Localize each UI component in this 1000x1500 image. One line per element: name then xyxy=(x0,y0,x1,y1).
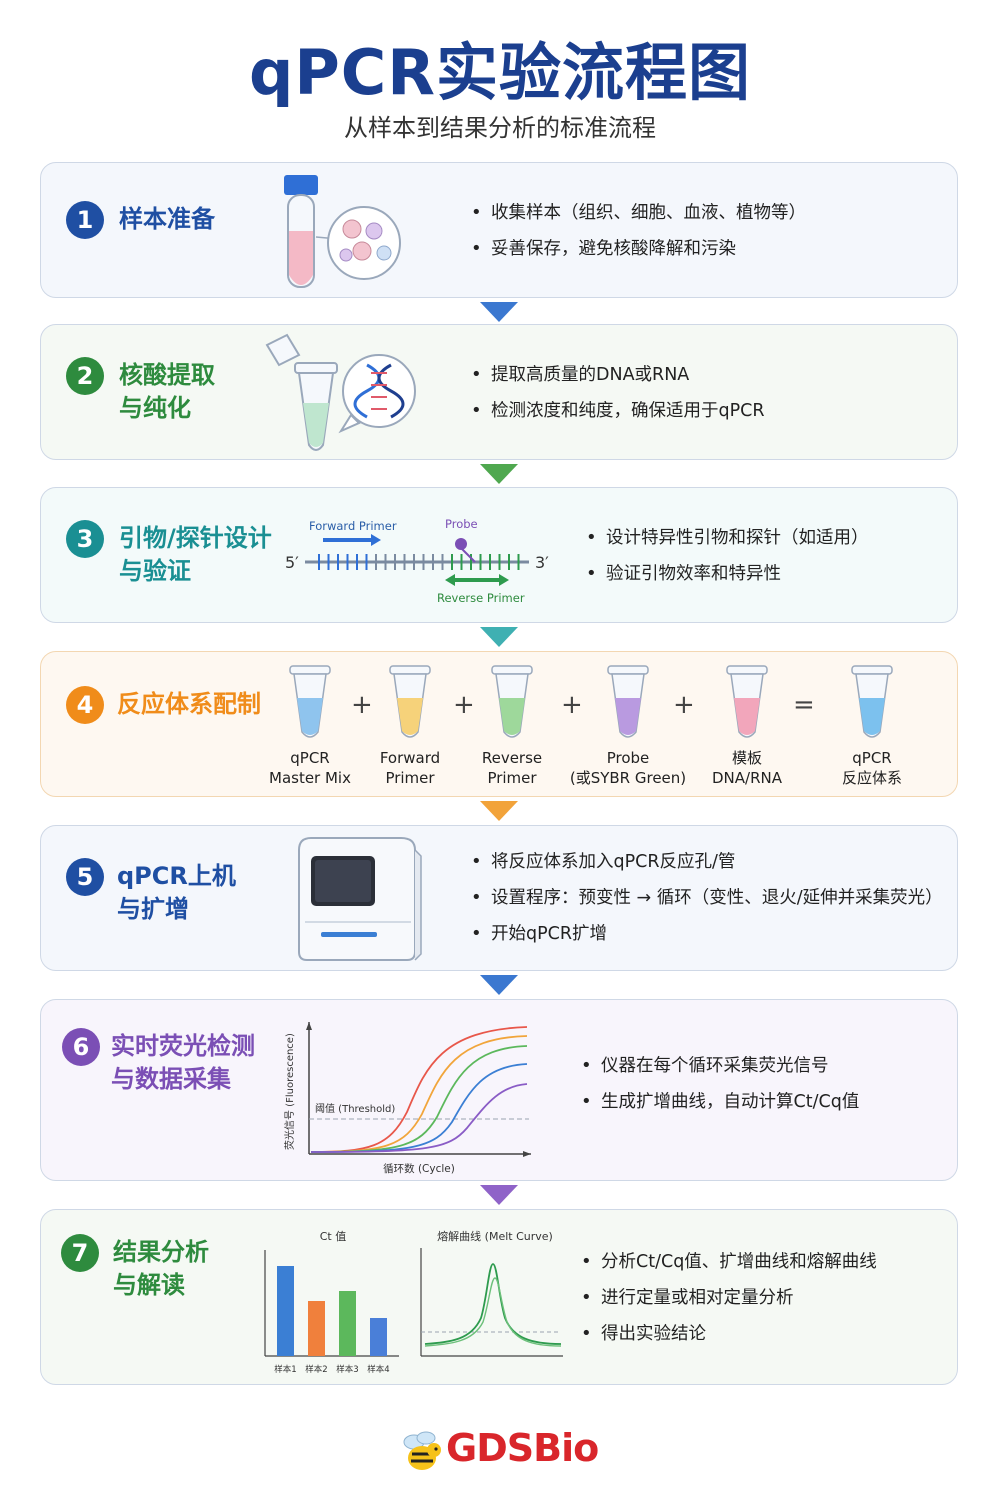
step-1-bullets: 收集样本（组织、细胞、血液、植物等） 妥善保存，避免核酸降解和污染 xyxy=(471,195,806,267)
bullet: 收集样本（组织、细胞、血液、植物等） xyxy=(471,195,806,231)
bullet: 生成扩增曲线，自动计算Ct/Cq值 xyxy=(581,1084,859,1120)
step-7-badge: 7 xyxy=(61,1234,99,1272)
reaction-component-label: Probe(或SYBR Green) xyxy=(569,749,687,787)
step-3-card: 3 引物/探针设计 与验证 Forward Primer Probe 5′ 3′… xyxy=(40,487,958,623)
bullet: 得出实验结论 xyxy=(581,1316,877,1352)
step-1-title: 样本准备 xyxy=(119,205,215,233)
flow-arrow-2 xyxy=(480,464,518,484)
step-6-badge: 6 xyxy=(62,1028,100,1066)
step-1-card: 1 样本准备 收集样本（组织、细胞、血液、植物等） 妥善保存，避免核酸降解和污染 xyxy=(40,162,958,298)
step-5-bullets: 将反应体系加入qPCR反应孔/管 设置程序：预变性 → 循环（变性、退火/延伸并… xyxy=(471,844,943,952)
flow-arrow-6 xyxy=(480,1185,518,1205)
logo-text: GDSBio xyxy=(446,1426,599,1470)
step-6-card: 6 实时荧光检测 与数据采集 荧光信号 (Fluorescence) 阈值 (T… xyxy=(40,999,958,1181)
plus-sign: + xyxy=(453,690,475,720)
cycle-axis-label: 循环数 (Cycle) xyxy=(383,1162,455,1175)
sample-tube-icon xyxy=(284,175,401,288)
step-6-title: 实时荧光检测 与数据采集 xyxy=(111,1032,255,1093)
ct-bar-label: 样本4 xyxy=(367,1364,389,1375)
step-5-badge: 5 xyxy=(66,858,104,896)
step-7-card: 7 结果分析 与解读 Ct 值 样本1 样本2 样本3 样本4 熔解曲线 (Melt … xyxy=(40,1209,958,1385)
bar-chart-title: Ct 值 xyxy=(320,1230,347,1243)
ct-bar xyxy=(277,1266,294,1356)
page-title: qPCR实验流程图 xyxy=(248,36,752,109)
plus-sign: + xyxy=(351,690,373,720)
reaction-tube-icon xyxy=(607,665,649,738)
ct-bar xyxy=(308,1301,325,1356)
step-1-badge: 1 xyxy=(66,201,104,239)
plus-sign: + xyxy=(561,690,583,720)
flow-arrow-4 xyxy=(480,801,518,821)
reaction-tube-icon xyxy=(851,665,893,738)
plus-sign: + xyxy=(673,690,695,720)
flow-arrow-3 xyxy=(480,627,518,647)
ct-bar xyxy=(339,1291,356,1356)
qpcr-instrument-icon xyxy=(298,837,422,961)
reverse-primer-label: Reverse Primer xyxy=(437,591,525,605)
bullet: 验证引物效率和特异性 xyxy=(586,556,869,592)
bullet: 仪器在每个循环采集荧光信号 xyxy=(581,1048,859,1084)
five-prime-label: 5′ xyxy=(285,553,299,572)
step-7-bullets: 分析Ct/Cq值、扩增曲线和熔解曲线 进行定量或相对定量分析 得出实验结论 xyxy=(581,1244,877,1352)
step-2-badge: 2 xyxy=(66,357,104,395)
ct-bar-label: 样本2 xyxy=(305,1364,327,1375)
reaction-tube-icon xyxy=(289,665,331,738)
reaction-tube-icon xyxy=(491,665,533,738)
step-2-title: 核酸提取 与纯化 xyxy=(119,361,215,422)
amplification-chart: 荧光信号 (Fluorescence) 阈值 (Threshold) 循环数 (… xyxy=(283,1022,531,1175)
step-2-card: 2 核酸提取 与纯化 提取高质量的DNA或RNA 检测浓度和纯度，确保适用于qP… xyxy=(40,324,958,460)
bullet: 分析Ct/Cq值、扩增曲线和熔解曲线 xyxy=(581,1244,877,1280)
bullet: 将反应体系加入qPCR反应孔/管 xyxy=(471,844,943,880)
dna-ticks xyxy=(318,554,520,570)
bullet: 进行定量或相对定量分析 xyxy=(581,1280,877,1316)
ct-bar xyxy=(370,1318,387,1356)
threshold-label: 阈值 (Threshold) xyxy=(315,1102,395,1115)
page-subtitle: 从样本到结果分析的标准流程 xyxy=(344,114,656,142)
ct-value-bar-chart: Ct 值 样本1 样本2 样本3 样本4 xyxy=(264,1230,399,1375)
bee-icon xyxy=(403,1431,441,1470)
bullet: 提取高质量的DNA或RNA xyxy=(471,357,765,393)
bullet: 设置程序：预变性 → 循环（变性、退火/延伸并采集荧光） xyxy=(471,880,943,916)
step-3-bullets: 设计特异性引物和探针（如适用） 验证引物效率和特异性 xyxy=(586,520,869,592)
step-5-title: qPCR上机 与扩增 xyxy=(117,862,236,923)
step-7-title: 结果分析 与解读 xyxy=(113,1238,209,1299)
bullet: 设计特异性引物和探针（如适用） xyxy=(586,520,869,556)
bullet: 妥善保存，避免核酸降解和污染 xyxy=(471,231,806,267)
step-5-card: 5 qPCR上机 与扩增 将反应体系加入qPCR反应孔/管 设置程序：预变性 →… xyxy=(40,825,958,971)
bullet: 开始qPCR扩增 xyxy=(471,916,943,952)
probe-label: Probe xyxy=(445,517,478,531)
step-3-badge: 3 xyxy=(66,520,104,558)
three-prime-label: 3′ xyxy=(535,553,549,572)
reaction-tube-icon xyxy=(726,665,768,738)
melt-chart-title: 熔解曲线 (Melt Curve) xyxy=(437,1229,553,1243)
extraction-tube-icon xyxy=(265,333,416,451)
equals-sign: = xyxy=(793,690,815,720)
gdsbio-logo: GDSBio xyxy=(398,1422,618,1482)
forward-primer-label: Forward Primer xyxy=(309,519,397,533)
step-4-title: 反应体系配制 xyxy=(117,690,261,718)
step-6-bullets: 仪器在每个循环采集荧光信号 生成扩增曲线，自动计算Ct/Cq值 xyxy=(581,1048,859,1120)
bullet: 检测浓度和纯度，确保适用于qPCR xyxy=(471,393,765,429)
step-3-title: 引物/探针设计 与验证 xyxy=(119,524,272,585)
primer-probe-diagram: Forward Primer Probe 5′ 3′ Reverse Prime… xyxy=(285,517,549,605)
ct-bar-label: 样本1 xyxy=(274,1364,296,1375)
step-4-badge: 4 xyxy=(66,686,104,724)
fluorescence-axis-label: 荧光信号 (Fluorescence) xyxy=(283,1033,296,1150)
ct-bar-label: 样本3 xyxy=(336,1364,358,1375)
reaction-tube-icon xyxy=(389,665,431,738)
step-2-bullets: 提取高质量的DNA或RNA 检测浓度和纯度，确保适用于qPCR xyxy=(471,357,765,429)
flow-arrow-1 xyxy=(480,302,518,322)
flow-arrow-5 xyxy=(480,975,518,995)
melt-curve-chart: 熔解曲线 (Melt Curve) xyxy=(420,1229,563,1357)
